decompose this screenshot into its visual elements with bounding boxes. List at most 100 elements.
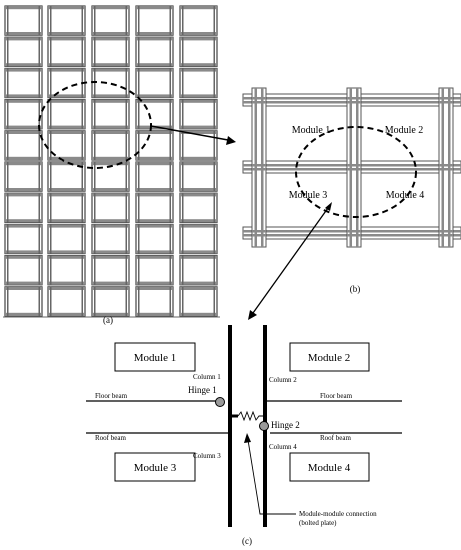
- frame-module: [179, 5, 218, 36]
- column-1-label: Column 1: [193, 373, 221, 381]
- frame-module: [4, 67, 43, 99]
- frame-module: [47, 223, 86, 255]
- module-1-box: [114, 342, 196, 372]
- frame-module: [179, 255, 218, 286]
- frame-module: [91, 255, 130, 286]
- frame-module: [47, 98, 86, 130]
- frame-module: [135, 67, 174, 99]
- grid-joint: [252, 234, 266, 237]
- frame-module: [179, 161, 218, 192]
- module-1-label: Module 1: [134, 352, 176, 364]
- frame-module: [179, 130, 218, 161]
- grid-joint: [347, 164, 361, 167]
- frame-module: [135, 223, 174, 255]
- frame-module: [91, 130, 130, 161]
- frame-module: [179, 192, 218, 223]
- panel-b-module-2-label: Module 2: [385, 125, 424, 136]
- frame-module: [179, 286, 218, 317]
- frame-module: [4, 130, 43, 161]
- module-2-label: Module 2: [308, 352, 350, 364]
- frame-module: [179, 36, 218, 68]
- panel-b-module-grid: [242, 87, 461, 248]
- frame-module: [91, 67, 130, 99]
- grid-column: [346, 87, 362, 248]
- frame-module: [4, 98, 43, 130]
- roof-beam-right-label: Roof beam: [320, 434, 351, 442]
- module-3-label: Module 3: [134, 462, 177, 474]
- roof-beam-left-label: Roof beam: [95, 434, 126, 442]
- hinge-1-icon: [215, 397, 225, 407]
- frame-module: [47, 5, 86, 36]
- grid-joint: [439, 168, 453, 171]
- hinge-2-label: Hinge 2: [271, 420, 300, 430]
- frame-module: [135, 286, 174, 317]
- frame-module: [179, 223, 218, 255]
- panel-b-module-3-label: Module 3: [289, 190, 328, 201]
- panel-c-label: (c): [242, 536, 252, 546]
- panel-b-focus-ellipse: [295, 126, 417, 218]
- frame-module: [47, 130, 86, 161]
- frame-module: [91, 98, 130, 130]
- frame-module: [135, 130, 174, 161]
- arrow-b-to-c: [248, 202, 332, 320]
- frame-module: [47, 36, 86, 68]
- panel-b-module-4-label: Module 4: [386, 190, 425, 201]
- column-2-label: Column 2: [269, 376, 297, 384]
- grid-joint: [439, 164, 453, 167]
- connection-label-line-2: (bolted plate): [299, 519, 337, 527]
- frame-module: [47, 192, 86, 223]
- frame-module: [179, 98, 218, 130]
- frame-module: [4, 255, 43, 286]
- panel-a-label: (a): [103, 315, 113, 325]
- column-4-label: Column 4: [269, 443, 297, 451]
- floor-beam-right-label: Floor beam: [320, 392, 353, 400]
- connection-label-line-1: Module-module connection: [299, 510, 377, 518]
- grid-joint: [252, 101, 266, 104]
- frame-module: [47, 67, 86, 99]
- module-2-box: [289, 342, 370, 372]
- grid-joint: [439, 97, 453, 100]
- panel-b-module-1-label: Module 1: [292, 125, 331, 136]
- frame-module: [91, 5, 130, 36]
- frame-module: [91, 192, 130, 223]
- frame-module: [91, 36, 130, 68]
- frame-module: [135, 192, 174, 223]
- frame-module: [4, 161, 43, 192]
- frame-module: [179, 67, 218, 99]
- panel-a-focus-ellipse: [38, 81, 152, 169]
- frame-module: [4, 5, 43, 36]
- frame-module: [135, 5, 174, 36]
- panel-a-frame-elevation: [3, 5, 220, 318]
- hinge-2-icon: [259, 421, 269, 431]
- frame-module: [4, 223, 43, 255]
- grid-joint: [347, 168, 361, 171]
- spring-icon: [237, 410, 263, 422]
- grid-joint: [347, 97, 361, 100]
- grid-joint: [439, 234, 453, 237]
- frame-module: [47, 255, 86, 286]
- module-3-box: [114, 452, 196, 482]
- connection-pointer: [247, 439, 296, 515]
- module-4-box: [289, 452, 370, 482]
- frame-module: [91, 286, 130, 317]
- arrow-a-to-b: [150, 125, 236, 145]
- grid-joint: [347, 101, 361, 104]
- floor-beam-left-label: Floor beam: [95, 392, 128, 400]
- frame-module: [91, 223, 130, 255]
- grid-column: [251, 87, 267, 248]
- grid-joint: [439, 230, 453, 233]
- column-3-label: Column 3: [193, 452, 221, 460]
- panel-b-label: (b): [350, 284, 361, 294]
- frame-module: [4, 286, 43, 317]
- grid-joint: [252, 168, 266, 171]
- frame-module: [4, 36, 43, 68]
- frame-module: [135, 98, 174, 130]
- frame-module: [135, 161, 174, 192]
- frame-module: [135, 255, 174, 286]
- frame-module: [47, 286, 86, 317]
- panel-c-connection-detail: [86, 325, 402, 527]
- frame-module: [135, 36, 174, 68]
- grid-joint: [347, 230, 361, 233]
- hinge-1-label: Hinge 1: [188, 385, 217, 395]
